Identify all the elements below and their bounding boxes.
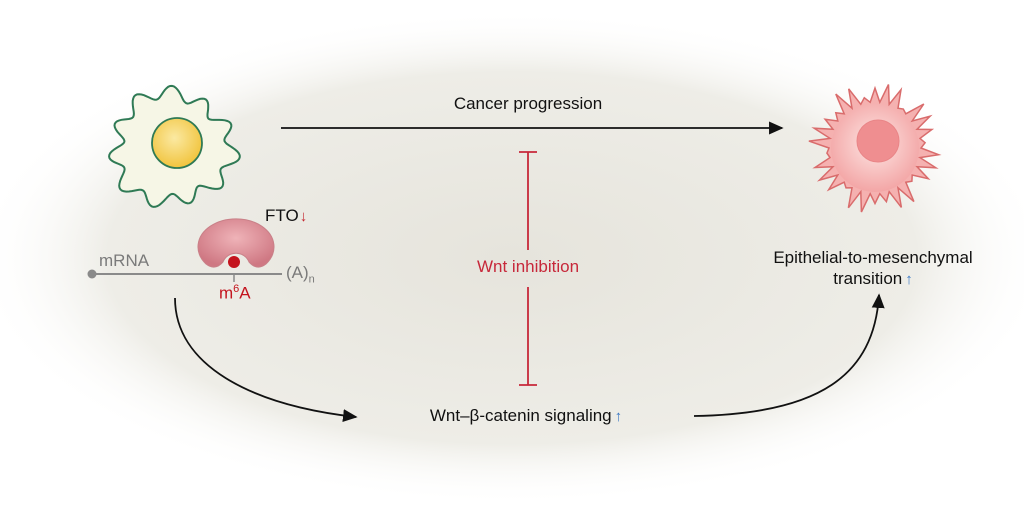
wnt-up-arrow-icon: ↑ — [614, 408, 623, 425]
wnt-signaling-text: Wnt–β-catenin signaling — [429, 406, 612, 425]
m6a-dot-icon — [228, 256, 240, 268]
mrna-label: mRNA — [99, 251, 150, 270]
wnt-inhibition-bar — [519, 151, 537, 386]
mrna-cap-icon — [87, 269, 97, 279]
m6a-pre: m — [219, 283, 234, 303]
wnt-to-emt-arrow — [693, 293, 885, 417]
cancer-progression-label: Cancer progression — [453, 94, 603, 113]
m6a-label: m6A — [219, 283, 251, 304]
polya-main: (A) — [286, 263, 309, 282]
emt-up-arrow-icon: ↑ — [905, 271, 913, 288]
fto-label: FTO↓ — [265, 206, 307, 226]
fto-protein-icon — [197, 218, 275, 268]
m6a-superscript: 6 — [233, 283, 240, 295]
normal-cell-nucleus — [151, 117, 203, 169]
fto-text: FTO — [265, 206, 299, 225]
polya-label: (A)n — [286, 263, 315, 285]
emt-line2: transition↑ — [833, 269, 913, 288]
fto-down-arrow-icon: ↓ — [299, 208, 308, 225]
mrna-to-wnt-arrow — [174, 297, 358, 422]
wnt-signaling-label: Wnt–β-catenin signaling↑ — [430, 406, 622, 426]
cancer-cell-nucleus — [856, 119, 900, 163]
m6a-post: A — [239, 283, 251, 303]
polya-subscript: n — [308, 273, 315, 286]
wnt-inhibition-label: Wnt inhibition — [476, 257, 580, 276]
emt-label: Epithelial-to-mesenchymal transition↑ — [773, 247, 972, 290]
background-oval — [0, 10, 1024, 506]
emt-line1: Epithelial-to-mesenchymal — [773, 248, 973, 267]
